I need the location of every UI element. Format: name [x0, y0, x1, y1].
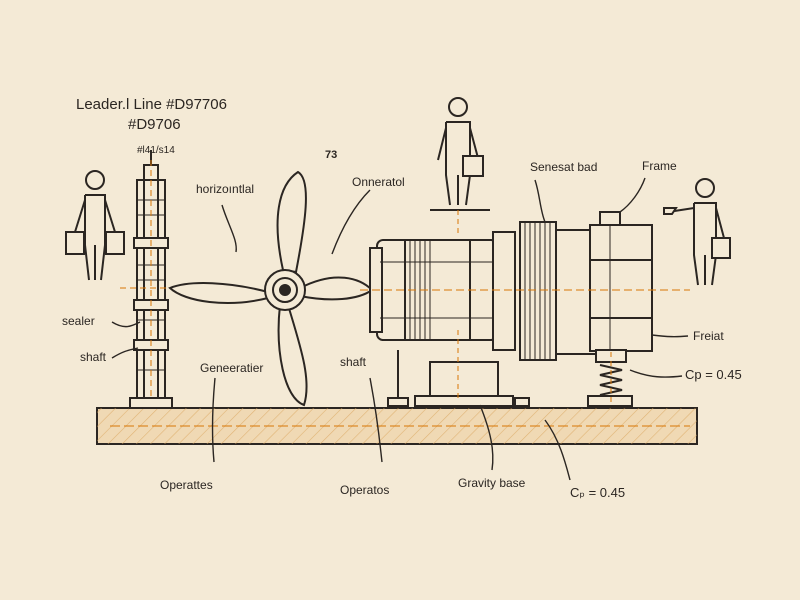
shaft-left-label: shaft: [80, 350, 107, 364]
small-code-label: #l41/s14: [137, 145, 175, 156]
person-figure-center: [430, 97, 490, 235]
person-figure-left: [65, 170, 125, 281]
title-line-1: Leader.l Line #D97706: [76, 96, 227, 113]
title-line-2: #D9706: [128, 116, 181, 133]
sensor-bad-label: Senesat bad: [530, 160, 598, 174]
generator-assembly: [360, 211, 690, 361]
horizontal-label: horizoıntlal: [196, 182, 255, 196]
left-tower-shaft: [120, 150, 180, 409]
leader-lines: [111, 177, 689, 481]
shaft-center-label: shaft: [340, 355, 367, 369]
generator-top-label: Onneratol: [352, 175, 405, 189]
frame-right-label: Freiat: [693, 329, 724, 343]
operattes-label: Operattes: [160, 478, 213, 492]
cp-bottom-label: Cₚ = 0.45: [570, 485, 626, 500]
generator-pedestal: [387, 330, 530, 407]
sealer-label: sealer: [62, 314, 95, 328]
generator-mid-label: Geneeratier: [200, 361, 264, 375]
symbol-label: 73: [325, 149, 338, 161]
person-figure-right: [663, 178, 731, 286]
right-support-spring: [587, 349, 633, 407]
cp-right-label: Cp = 0.45: [685, 367, 742, 382]
gravity-base-label: Gravity base: [458, 476, 526, 490]
gravity-base-slab: [96, 407, 698, 445]
propeller-rotor: [168, 170, 374, 407]
frame-label: Frame: [642, 159, 677, 173]
operatos-label: Operatos: [340, 483, 390, 497]
